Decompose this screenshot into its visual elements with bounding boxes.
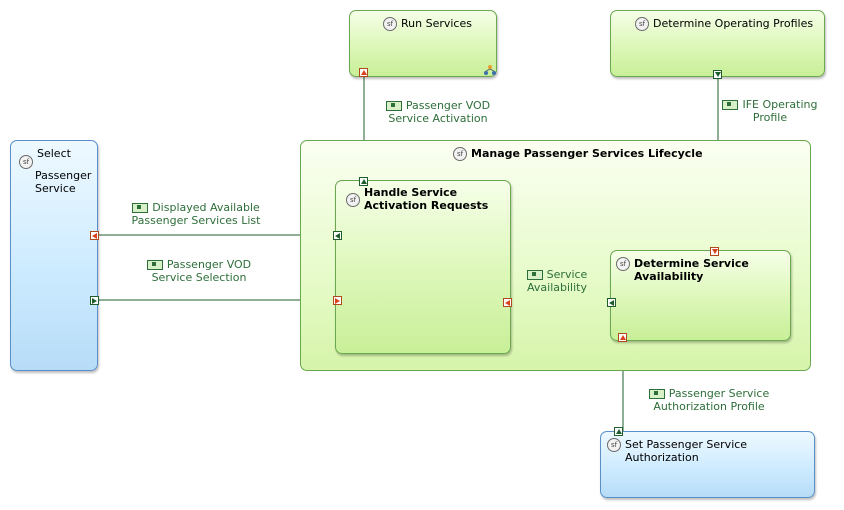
function-icon: sf — [383, 17, 397, 31]
exchange-item-icon — [132, 203, 149, 213]
function-icon: sf — [616, 257, 630, 271]
output-port[interactable] — [90, 296, 99, 305]
function-label: Handle Service Activation Requests — [364, 186, 489, 212]
input-port[interactable] — [90, 231, 99, 240]
flow-label-authorization-profile: Passenger Service Authorization Profile — [642, 387, 776, 413]
flow-label-displayed-list: Displayed Available Passenger Services L… — [131, 201, 261, 227]
input-port[interactable] — [618, 333, 627, 342]
function-label: Determine Operating Profiles — [653, 17, 814, 30]
function-icon: sf — [453, 147, 467, 161]
flow-label-service-availability: Service Availability — [526, 268, 588, 294]
function-label: Determine Service Availability — [634, 257, 749, 283]
output-port[interactable] — [333, 231, 342, 240]
function-set-passenger-service-authorization[interactable]: sf Set Passenger Service Authorization — [600, 431, 815, 498]
flow-label-ife-profile: IFE Operating Profile — [722, 98, 818, 124]
hierarchy-icon — [484, 65, 496, 75]
input-port[interactable] — [710, 247, 719, 256]
exchange-item-icon — [526, 270, 543, 280]
output-port[interactable] — [607, 298, 616, 307]
function-determine-service-availability[interactable]: sf Determine Service Availability — [610, 250, 791, 341]
function-label: Select Passenger Service — [35, 147, 92, 195]
input-port[interactable] — [503, 298, 512, 307]
flow-label-vod-activation: Passenger VOD Service Activation — [368, 99, 508, 125]
function-label: Set Passenger Service Authorization — [625, 438, 748, 464]
function-run-services[interactable]: sf Run Services — [349, 10, 497, 77]
function-icon: sf — [635, 17, 649, 31]
function-icon: sf — [346, 193, 360, 207]
function-icon: sf — [607, 438, 621, 452]
input-port[interactable] — [333, 296, 342, 305]
function-label: Run Services — [401, 17, 472, 30]
exchange-item-icon — [385, 101, 402, 111]
function-handle-service-activation-requests[interactable]: sf Handle Service Activation Requests — [335, 180, 511, 354]
function-determine-operating-profiles[interactable]: sf Determine Operating Profiles — [610, 10, 825, 77]
exchange-item-icon — [722, 100, 739, 110]
exchange-item-icon — [648, 389, 665, 399]
flow-label-vod-selection: Passenger VOD Service Selection — [128, 258, 270, 284]
output-port[interactable] — [359, 68, 368, 77]
input-port[interactable] — [359, 177, 368, 186]
function-icon: sf — [19, 155, 33, 169]
exchange-item-icon — [146, 260, 163, 270]
output-port[interactable] — [713, 70, 722, 79]
output-port[interactable] — [614, 427, 623, 436]
function-label: Manage Passenger Services Lifecycle — [471, 147, 703, 160]
function-select-passenger-service[interactable]: sf Select Passenger Service — [10, 140, 98, 371]
